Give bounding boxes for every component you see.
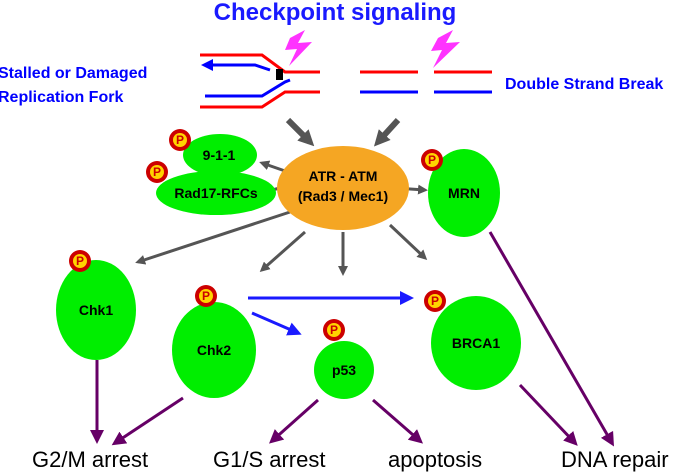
node-rad17-rfcs: Rad17-RFCs [156,171,276,215]
node-9-1-1: 9-1-1 [183,134,257,176]
node-chk2-label: Chk2 [197,342,231,358]
arrow-p53-to-apoptosis [372,398,424,444]
svg-text:P: P [153,165,161,179]
node-p53-label: p53 [332,362,356,378]
fork-label-line1: Stalled or Damaged [0,65,147,82]
node-atr-atm-label-line1: ATR - ATM [309,168,378,184]
node-rad17-rfcs-label: Rad17-RFCs [174,185,257,201]
fork-label-line2: Replication Fork [0,89,123,106]
arrow-atr-to-chk2 [259,230,306,272]
node-9-1-1-label: 9-1-1 [203,147,236,163]
outcome-apoptosis: apoptosis [388,447,482,472]
svg-text:P: P [431,294,439,308]
phospho-badge-rad17: P [146,161,168,183]
arrow-chk2-to-g2m [111,396,184,446]
arrow-p53-to-g1s [269,398,319,444]
arrow-atr-to-chk1 [135,210,291,265]
node-brca1: BRCA1 [431,296,521,390]
lightning-icon [285,30,312,66]
arrow-brca1-to-dna-repair [518,383,578,446]
replication-fork [200,53,320,109]
svg-text:P: P [76,254,84,268]
phospho-badge-p53: P [323,319,345,341]
node-mrn: MRN [428,149,500,237]
svg-text:P: P [176,133,184,147]
phospho-badge-9-1-1: P [169,129,191,151]
node-brca1-label: BRCA1 [452,335,500,351]
node-chk2: Chk2 [172,302,256,398]
arrow-chk2-to-p53 [251,311,302,336]
arrow-fork-to-atr [285,117,315,147]
node-mrn-label: MRN [448,185,480,201]
phospho-badge-mrn: P [421,149,443,171]
arrow-atr-to-brca1 [388,223,428,261]
arrow-dsb-to-atr [373,117,401,147]
outcome-dna-repair: DNA repair [561,447,669,472]
phospho-badge-chk1: P [69,250,91,272]
svg-text:P: P [428,153,436,167]
node-chk1: Chk1 [56,260,136,360]
dsb-label: Double Strand Break [505,76,663,93]
node-atr-atm-label-line2: (Rad3 / Mec1) [298,188,388,204]
svg-text:P: P [202,289,210,303]
node-atr-atm: ATR - ATM (Rad3 / Mec1) [277,146,409,230]
svg-text:P: P [330,323,338,337]
outcome-g1s-arrest: G1/S arrest [213,447,325,472]
phospho-badge-brca1: P [424,290,446,312]
node-p53: p53 [314,341,374,399]
arrow-mrn-to-dna-repair [488,231,615,447]
double-strand-break [360,70,492,94]
node-chk1-label: Chk1 [79,302,113,318]
diagram-title: Checkpoint signaling [214,0,457,26]
outcome-g2m-arrest: G2/M arrest [32,447,148,472]
lightning-icon [431,30,460,68]
phospho-badge-chk2: P [195,285,217,307]
